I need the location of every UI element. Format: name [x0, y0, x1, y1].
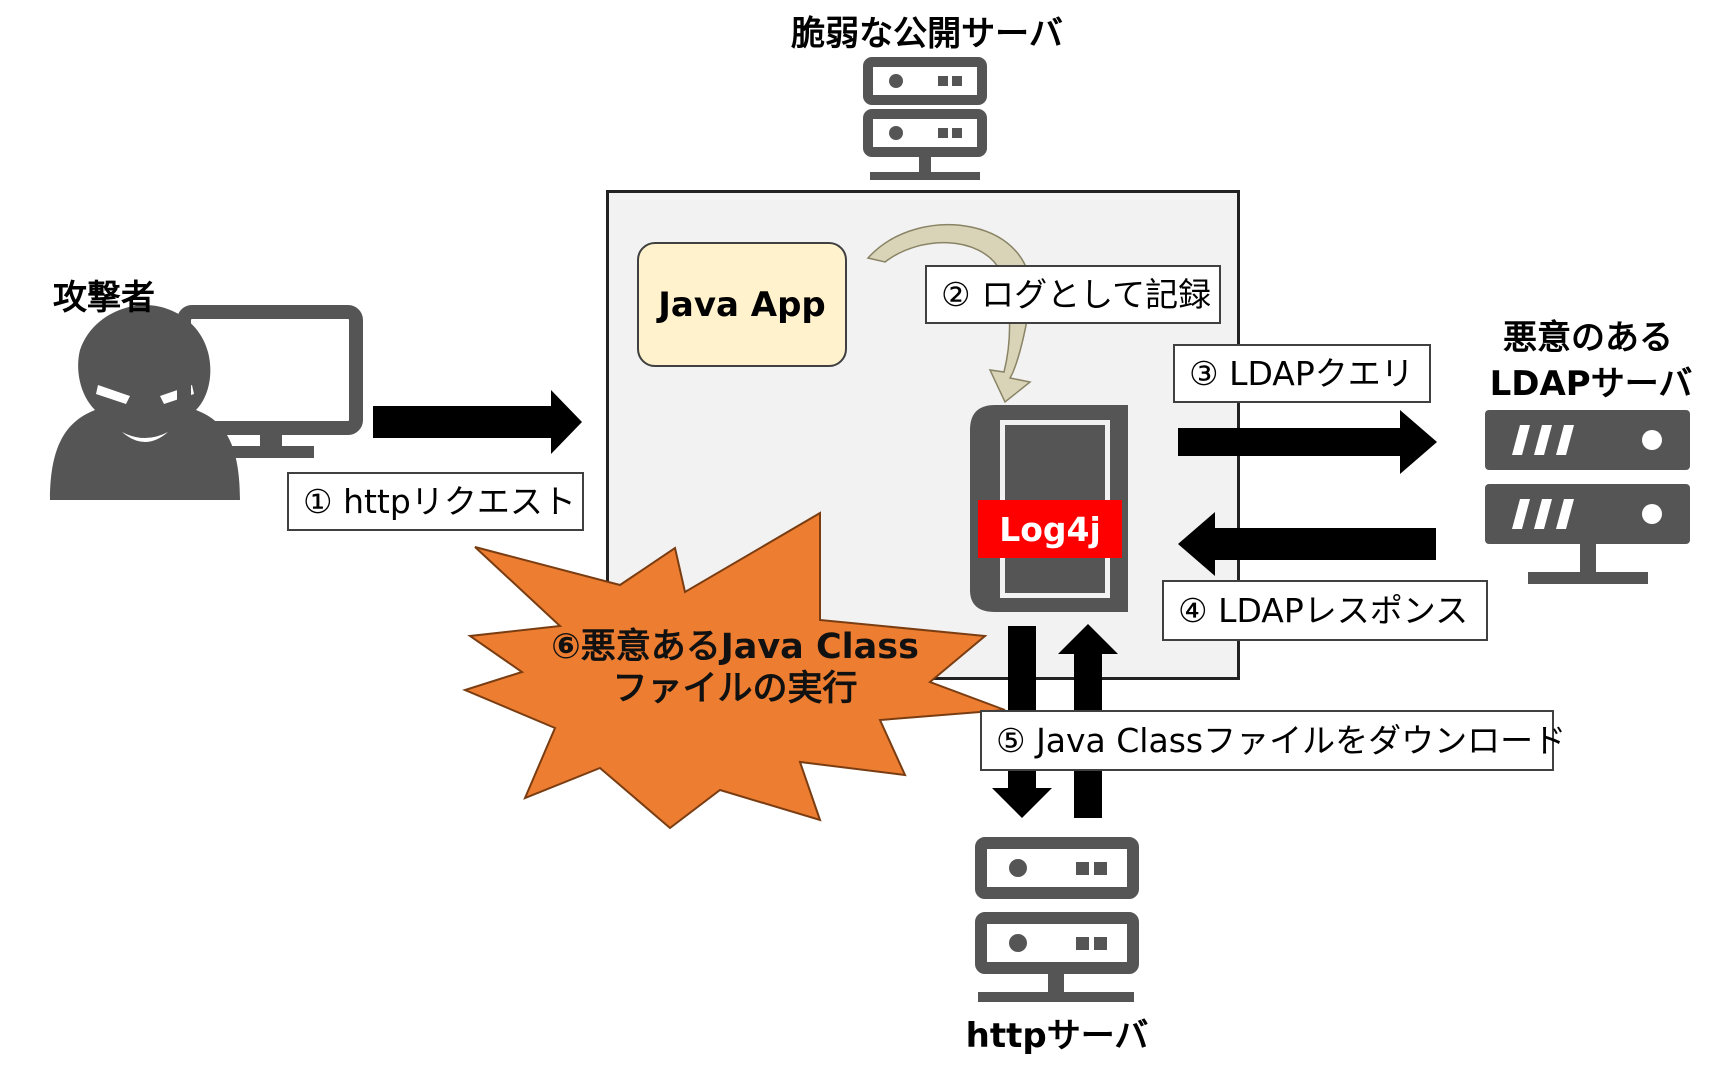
arrow-ldap-response: [1178, 512, 1436, 576]
ldap-server-title-line2: LDAPサーバ: [1489, 364, 1693, 404]
server-icon: [863, 57, 987, 180]
ldap-server-title-line1: 悪意のある: [1503, 318, 1673, 358]
monitor-icon: [177, 305, 363, 458]
step6-line1: ⑥悪意あるJava Class: [551, 627, 919, 667]
log4j-tag: Log4j: [978, 500, 1122, 558]
arrow-ldap-query: [1178, 410, 1437, 474]
attacker-icon: [50, 305, 240, 500]
ldap-server-icon: [1485, 410, 1690, 584]
arrow-http-request: [373, 390, 582, 454]
step6-line2: ファイルの実行: [612, 669, 858, 709]
http-server-title: httpサーバ: [965, 1016, 1149, 1056]
curved-log-arrow: [866, 224, 1032, 404]
java-app-box: Java App: [637, 242, 847, 367]
step1-label: ① httpリクエスト: [287, 472, 584, 531]
step2-label: ② ログとして記録: [925, 265, 1221, 324]
step3-label: ③ LDAPクエリ: [1173, 344, 1431, 403]
attacker-title: 攻撃者: [53, 278, 155, 318]
step5-label: ⑤ Java Classファイルをダウンロード: [980, 710, 1566, 771]
http-server-icon: [975, 837, 1139, 1002]
vulnerable-server-title: 脆弱な公開サーバ: [791, 14, 1063, 54]
step6-label: ⑥悪意あるJava Class ファイルの実行: [505, 626, 965, 710]
explosion-burst: [462, 511, 1006, 830]
step4-label: ④ LDAPレスポンス: [1162, 580, 1488, 641]
